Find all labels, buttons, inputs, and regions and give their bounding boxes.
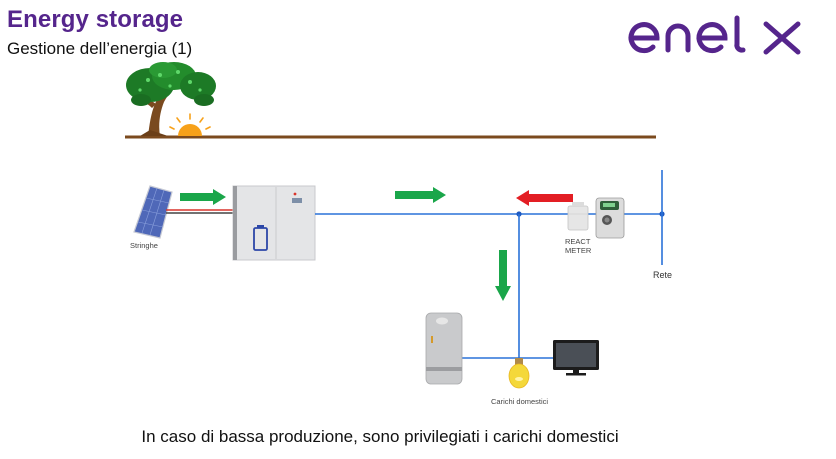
slide-caption: In caso di bassa produzione, sono privil… — [141, 427, 619, 446]
hybrid-inverter-icon — [232, 185, 316, 261]
arrow-inverter-to-line — [395, 187, 446, 203]
grid-label: Rete — [653, 270, 672, 280]
page-subtitle: Gestione dell’energia (1) — [7, 39, 193, 58]
meter-label-line2: METER — [565, 246, 592, 255]
loads-label: Carichi domestici — [491, 397, 548, 406]
solar-panel-icon — [133, 185, 173, 239]
arrow-panels-to-inverter — [180, 189, 226, 205]
fridge-icon — [425, 312, 463, 385]
page-title: Energy storage — [7, 6, 184, 33]
tv-icon — [553, 340, 599, 376]
arrow-line-to-loads — [495, 250, 511, 301]
sun-icon — [169, 113, 211, 136]
energy-meter-icon — [595, 197, 625, 239]
light-bulb-icon — [508, 358, 530, 389]
panels-label: Stringhe — [130, 241, 158, 250]
battery-icon — [253, 225, 268, 251]
meter-label-line1: REACT — [565, 237, 591, 246]
tree-icon — [126, 62, 216, 136]
react-meter-icon — [567, 202, 589, 231]
enel-x-logo — [628, 15, 801, 55]
arrow-grid-to-house — [516, 190, 573, 206]
